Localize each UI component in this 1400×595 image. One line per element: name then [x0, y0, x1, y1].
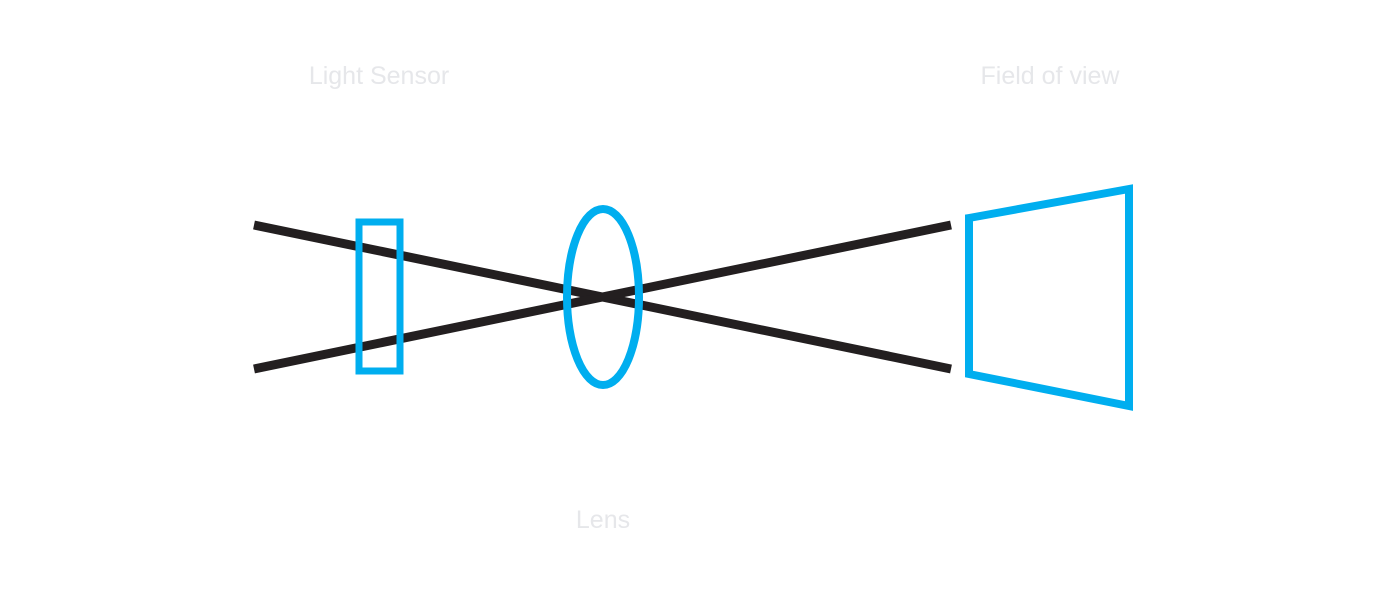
lens-label: Lens: [575, 506, 631, 534]
ray-lower-to-upper: [253, 220, 952, 374]
light-sensor-label: Light Sensor: [308, 62, 450, 90]
field-of-view-shape: [965, 184, 1133, 411]
lens-shape: [563, 205, 643, 389]
light-sensor-shape: [355, 218, 404, 375]
field-of-view-label: Field of view: [980, 62, 1120, 90]
